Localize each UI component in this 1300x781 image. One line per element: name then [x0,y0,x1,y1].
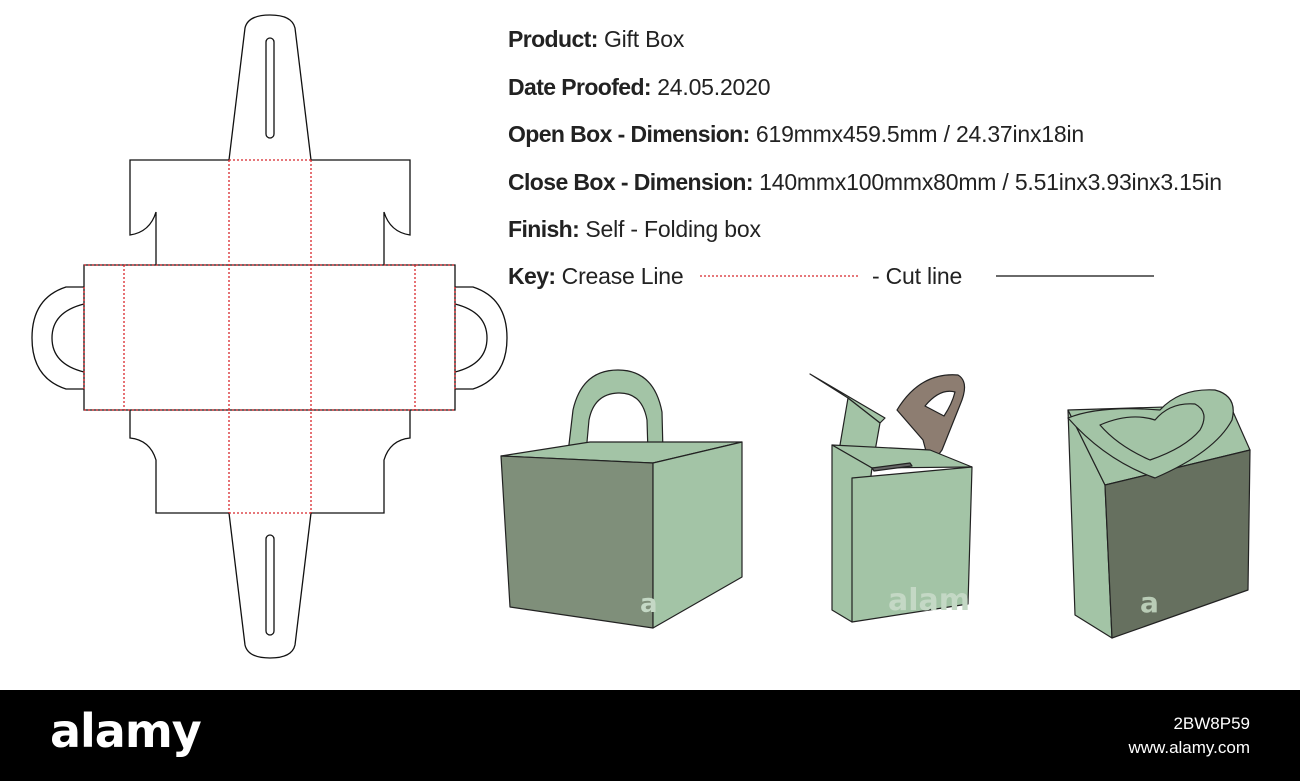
top-left-flap [129,159,229,265]
top-slot [265,37,275,139]
spec-close-value: 140mmx100mmx80mm / 5.51inx3.93inx3.15in [759,169,1222,195]
spec-key-label: Key: [508,263,556,289]
assembled-box-opening: alam [809,373,973,623]
key-cut-line [996,275,1154,277]
top-tongue-flap [228,14,312,161]
spec-date-value: 24.05.2020 [657,74,771,100]
spec-key: Key: Crease Line [508,263,684,290]
right-handle [455,286,508,390]
key-cut-text: - Cut line [872,263,963,289]
main-canvas: Product: Gift Box Date Proofed: 24.05.20… [31,14,1251,659]
spec-open: Open Box - Dimension: 619mmx459.5mm / 24… [508,121,1084,148]
top-right-flap [311,159,411,265]
spec-close: Close Box - Dimension: 140mmx100mmx80mm … [508,169,1222,196]
spec-product-value: Gift Box [603,26,685,52]
dieline-diagram [31,14,508,659]
site-url[interactable]: www.alamy.com [1128,738,1250,757]
spec-product: Product: Gift Box [508,26,684,53]
key-crease-text: Crease Line [561,263,684,289]
spec-finish-label: Finish: [508,216,580,242]
bottom-right-flap [311,410,411,514]
box1-side [652,441,743,629]
box1-handle [567,369,664,454]
left-handle [31,286,84,390]
bottom-slot [265,534,275,636]
box2-handle-hole [924,390,956,417]
bottom-left-flap [129,410,229,514]
box3-heart-hole [1099,403,1205,461]
spec-open-label: Open Box - Dimension: [508,121,750,147]
crease-lines [83,159,456,514]
box2-slot [871,462,913,472]
spec-date: Date Proofed: 24.05.2020 [508,74,771,101]
spec-open-value: 619mmx459.5mm / 24.37inx18in [755,121,1084,147]
spec-finish-value: Self - Folding box [585,216,761,242]
key-crease-line [700,275,860,277]
box2-watermark: alam [888,583,970,618]
alamy-logo[interactable]: alamy [50,704,202,758]
bottom-tongue-flap [228,512,312,659]
main-body [83,264,456,411]
box1-front [500,455,654,629]
box3-watermark: a [1140,586,1159,619]
spec-product-label: Product: [508,26,598,52]
box3-front [1104,449,1251,639]
box1-watermark: a [640,589,658,619]
spec-date-label: Date Proofed: [508,74,652,100]
spec-close-label: Close Box - Dimension: [508,169,754,195]
assembled-box-handle: a [500,369,743,629]
spec-finish: Finish: Self - Folding box [508,216,761,243]
right-handle-hole [454,303,488,373]
box2-side [851,466,973,623]
left-handle-hole [51,303,85,373]
image-id: 2BW8P59 [1173,714,1250,733]
footer-bar: alamy 2BW8P59 www.alamy.com [0,690,1300,781]
assembled-box-closed: a [1067,389,1251,639]
